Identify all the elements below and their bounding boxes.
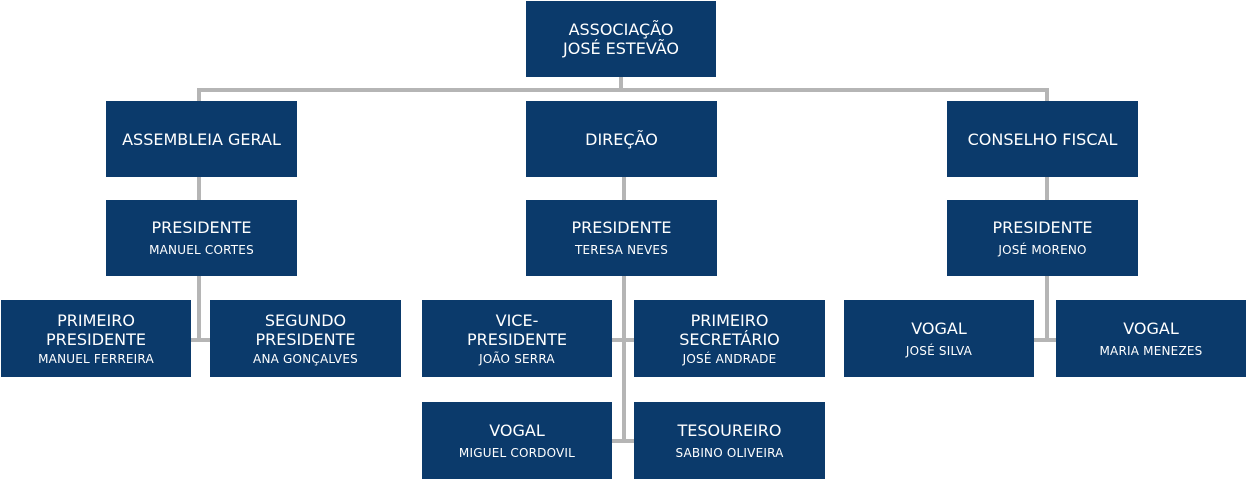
- org-box-person-name: JOSÉ SILVA: [905, 343, 973, 358]
- org-box-person-name: JOSÉ ANDRADE: [682, 351, 777, 366]
- org-box-title: TESOUREIRO: [677, 420, 782, 440]
- org-box-person-name: TERESA NEVES: [574, 243, 669, 257]
- org-box-title: CONSELHO FISCAL: [967, 129, 1118, 149]
- org-box-person-name: MIGUEL CORDOVIL: [458, 445, 576, 460]
- org-box-conselho-president: PRESIDENTE JOSÉ MORENO: [947, 200, 1138, 276]
- org-box-person-name: MANUEL FERREIRA: [38, 351, 154, 366]
- org-box-title: PRESIDENTE: [571, 218, 672, 237]
- org-box-title: VOGAL: [1123, 318, 1179, 338]
- org-box-title: ASSOCIAÇÃO JOSÉ ESTEVÃO: [563, 20, 679, 58]
- org-box-title: PRIMEIRO PRESIDENTE: [45, 310, 147, 349]
- org-box-assembleia-president: PRESIDENTE MANUEL CORTES: [106, 200, 297, 276]
- org-box-person-name: ANA GONÇALVES: [253, 351, 358, 366]
- org-box-direcao-member: VOGAL MIGUEL CORDOVIL: [422, 402, 612, 479]
- org-box-title: VOGAL: [911, 318, 967, 338]
- org-box-assembleia-member: PRIMEIRO PRESIDENTE MANUEL FERREIRA: [1, 300, 191, 377]
- org-box-title: SEGUNDO PRESIDENTE: [255, 310, 356, 349]
- org-box-person-name: MANUEL CORTES: [149, 243, 254, 257]
- org-box-person-name: JOÃO SERRA: [479, 351, 555, 366]
- org-box-direcao-member: PRIMEIRO SECRETÁRIO JOSÉ ANDRADE: [634, 300, 825, 377]
- org-box-assembleia-member: SEGUNDO PRESIDENTE ANA GONÇALVES: [210, 300, 401, 377]
- org-box-person-name: MARIA MENEZES: [1099, 343, 1203, 358]
- org-box-conselho-member: VOGAL JOSÉ SILVA: [844, 300, 1034, 377]
- org-box-direcao-president: PRESIDENTE TERESA NEVES: [526, 200, 717, 276]
- org-box-person-name: JOSÉ MORENO: [998, 243, 1087, 257]
- org-box-title: VOGAL: [489, 420, 545, 440]
- org-box-title: PRIMEIRO SECRETÁRIO: [679, 310, 780, 349]
- org-box-direcao: DIREÇÃO: [526, 101, 717, 177]
- org-box-title: VICE- PRESIDENTE: [466, 310, 568, 349]
- org-box-title: PRESIDENTE: [151, 218, 252, 237]
- org-box-title: DIREÇÃO: [585, 129, 658, 149]
- org-box-person-name: SABINO OLIVEIRA: [675, 445, 784, 460]
- org-box-conselho-member: VOGAL MARIA MENEZES: [1056, 300, 1246, 377]
- org-box-title: PRESIDENTE: [992, 218, 1093, 237]
- org-box-title: ASSEMBLEIA GERAL: [122, 129, 281, 149]
- org-box-direcao-member: VICE- PRESIDENTE JOÃO SERRA: [422, 300, 612, 377]
- org-box-direcao-member: TESOUREIRO SABINO OLIVEIRA: [634, 402, 825, 479]
- org-box-root: ASSOCIAÇÃO JOSÉ ESTEVÃO: [526, 1, 716, 77]
- org-box-conselho-fiscal: CONSELHO FISCAL: [947, 101, 1138, 177]
- org-box-assembleia-geral: ASSEMBLEIA GERAL: [106, 101, 297, 177]
